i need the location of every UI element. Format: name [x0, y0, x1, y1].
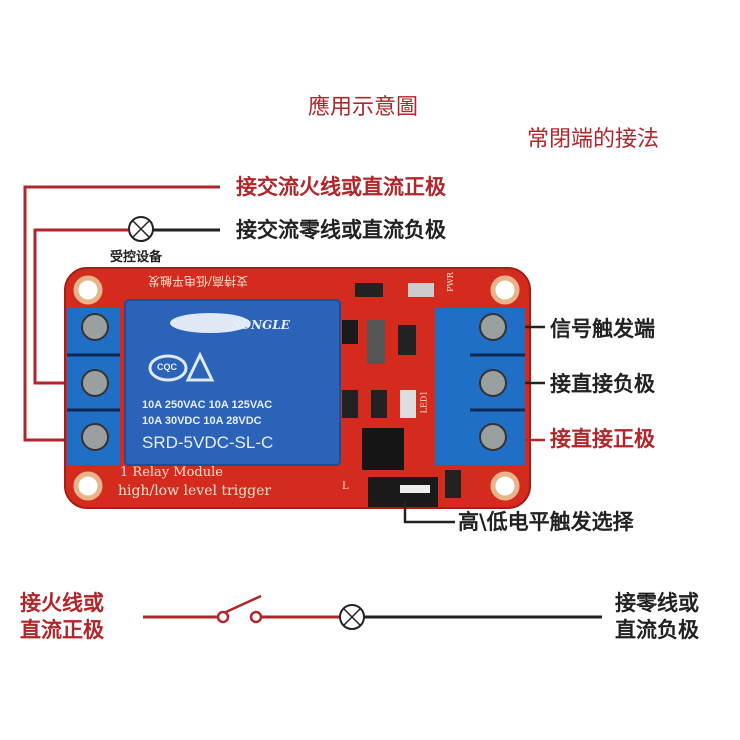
jumper-low-label: L — [342, 481, 349, 492]
jumper-cap — [400, 485, 430, 493]
relay-brand: SONGLE — [232, 318, 290, 332]
transistor — [342, 320, 358, 344]
diode — [367, 320, 385, 364]
relay-spec-dc: 10A 30VDC 10A 28VDC — [142, 415, 262, 427]
resistor — [371, 390, 387, 418]
signal-trigger-label: 信号触发端 — [550, 317, 655, 341]
neutral-wire-red — [33, 228, 128, 385]
live-wire — [23, 185, 220, 442]
pwr-led — [408, 283, 434, 297]
optocoupler — [362, 428, 404, 470]
signal-led — [400, 390, 416, 418]
relay-model: SRD-5VDC-SL-C — [142, 433, 274, 452]
bottom-live-label-1: 接火线或 — [20, 591, 104, 615]
pcb-trigger-text: high/low level trigger — [118, 483, 272, 499]
resistor — [445, 470, 461, 498]
lamp-icon — [339, 604, 365, 630]
lamp-icon — [128, 216, 154, 242]
neutral-wire-label: 接交流零线或直流负极 — [236, 218, 446, 242]
switch-icon — [216, 594, 263, 624]
terminal-screws — [81, 313, 507, 451]
resistor — [342, 390, 358, 418]
led-label: LED1 — [419, 390, 429, 414]
pwr-label: PWR — [445, 272, 455, 292]
relay-spec-ac: 10A 250VAC 10A 125VAC — [142, 399, 273, 411]
pcb-module-text: 1 Relay Module — [120, 465, 223, 480]
live-wire-label: 接交流火线或直流正极 — [236, 175, 446, 199]
trigger-select-label: 高\低电平触发选择 — [458, 510, 634, 534]
bottom-live-label-2: 直流正极 — [20, 618, 104, 642]
diagram-title: 應用示意圖 — [308, 95, 419, 120]
diagram-subtitle: 常閉端的接法 — [527, 127, 660, 152]
bottom-neutral-label-2: 直流负极 — [615, 618, 699, 642]
bottom-neutral-label-1: 接零线或 — [615, 591, 699, 615]
relay-module-board — [64, 267, 531, 509]
positive-terminal-label: 接直接正极 — [550, 427, 655, 451]
relay-cert: CQC — [157, 362, 177, 372]
pcb-top-text: 支持高/低电平触发 — [148, 274, 249, 288]
negative-terminal-label: 接直接负极 — [550, 372, 655, 396]
relay — [124, 299, 341, 466]
trigger-leader — [403, 500, 455, 524]
controlled-device-label: 受控设备 — [110, 250, 163, 265]
resistor — [398, 325, 416, 355]
resistor — [355, 283, 383, 297]
mounting-holes — [73, 275, 520, 501]
